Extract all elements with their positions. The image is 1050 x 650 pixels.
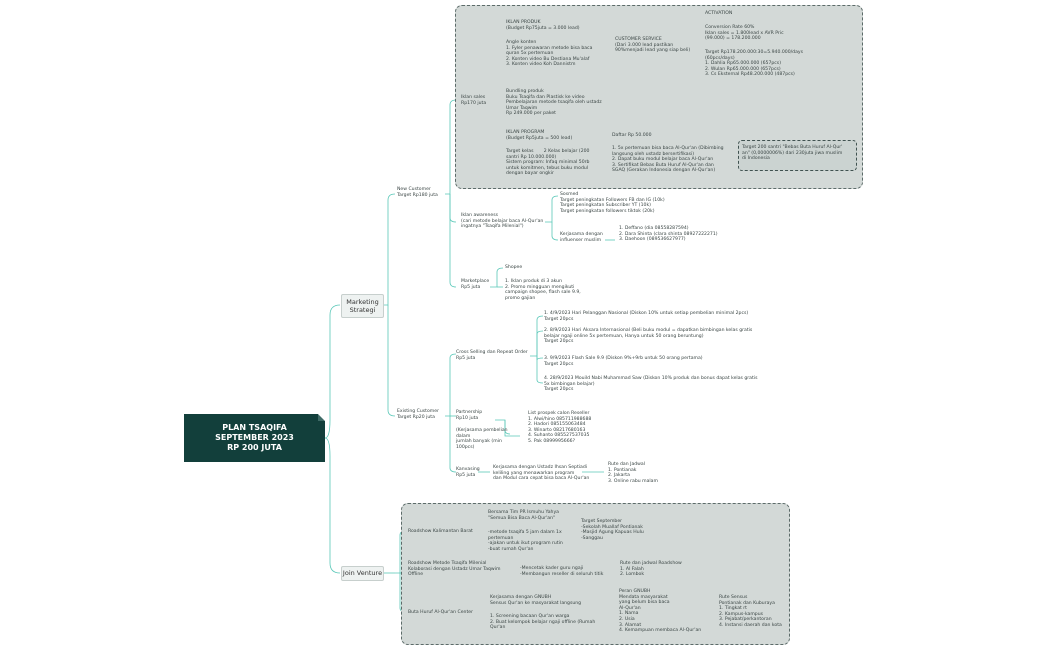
- topic-iklan-program[interactable]: IKLAN PROGRAM (Budget Rp5juta = 500 lead…: [506, 130, 573, 141]
- topic-iklan-sales[interactable]: Iklan sales Rp170 juta: [461, 95, 487, 106]
- branch-marketing-strategi[interactable]: Marketing Strategi: [341, 294, 384, 318]
- topic-iklan-awareness[interactable]: Iklan awareness (cari metode belajar bac…: [461, 213, 544, 230]
- topic-promo-1[interactable]: 1. 4/9/2023 Hari Pelanggan Nasional (Dis…: [544, 311, 749, 322]
- topic-benefits[interactable]: 1. 5x pertemuan bisa baca Al-Qur'an (Dib…: [612, 146, 724, 174]
- topic-influencer-list[interactable]: 1. Deffano (dia 08558287594) 2. Dara Shi…: [619, 226, 718, 243]
- topic-rute-sensus[interactable]: Rute Sensus Pontianak dan Kuburaya 1. Ti…: [719, 595, 782, 628]
- topic-target-200-santri: Target 200 santri "Bebas Buta Huruf Al-Q…: [742, 145, 843, 162]
- topic-iklan-produk[interactable]: IKLAN PRODUK (Budget Rp75juta = 3.000 le…: [506, 20, 580, 31]
- selected-topic-target-200-santri[interactable]: [738, 140, 857, 171]
- topic-target-rp[interactable]: Target Rp178.200.000:30=5.940.000/days (…: [705, 50, 804, 78]
- topic-promo-2[interactable]: 2. 8/9/2023 Hari Aksara Internasional (B…: [544, 328, 753, 345]
- topic-screening[interactable]: 1. Screening bacaan Qur'an warga 2. Buat…: [490, 614, 596, 631]
- topic-customer-service[interactable]: CUSTOMER SERVICE (Dari 3.000 lead pastik…: [615, 37, 691, 54]
- topic-angle-konten[interactable]: Angle konten 1. Fyler penawaran metode b…: [506, 40, 593, 68]
- topic-metode[interactable]: -metode tsaqifa 5 jam dalam 1x pertemuan…: [488, 530, 563, 552]
- root-title-line-2: SEPTEMBER 2023: [215, 433, 294, 442]
- topic-marketplace[interactable]: Marketplace Rp5 juta: [461, 279, 490, 290]
- topic-reseller-list[interactable]: List prospek calon Reseller 1. Alwi/hino…: [528, 411, 592, 444]
- branch-marketing-line-2: Strategi: [349, 306, 376, 314]
- branch-join-venture-label: Join Venture: [342, 569, 383, 578]
- topic-target-kelas[interactable]: Target kelas 2 Kelas belajar (200 santri…: [506, 149, 590, 177]
- topic-shopee[interactable]: Shopee: [505, 265, 523, 270]
- topic-buta-huruf-center[interactable]: Buta Huruf Al-Qur'an Center: [408, 610, 473, 615]
- topic-cross-selling[interactable]: Cross Selling dan Repeat Order Rp5 juta: [456, 350, 528, 361]
- topic-peran-gnubh[interactable]: Peran GNUBH Mendata masyarakat yang belu…: [619, 589, 702, 634]
- topic-partnership[interactable]: Partnership Rp10 juta: [456, 410, 483, 421]
- topic-daftar[interactable]: Daftar Rp 50.000: [612, 133, 652, 138]
- branch-join-venture[interactable]: Join Venture: [341, 566, 384, 581]
- topic-promo-4[interactable]: 4. 28/9/2023 Mouild Nabi Muhammad Saw (D…: [544, 376, 758, 393]
- topic-existing-customer[interactable]: Existing Customer Target Rp20 juta: [397, 409, 439, 420]
- topic-rute-jadwal[interactable]: Rute dan Jadwal 1. Pontianak 2. Jakarta …: [608, 462, 658, 484]
- topic-bersama-tim[interactable]: Bersama Tim PR Ismuhu Yahya "Semua Bisa …: [488, 510, 559, 521]
- topic-promo-3[interactable]: 3. 9/9/2023 Flash Sale 9.9 (Diskon 9%+9r…: [544, 356, 703, 367]
- root-title-line-1: PLAN TSAQIFA: [222, 423, 287, 432]
- root-title-line-3: RP 200 JUTA: [227, 443, 282, 452]
- topic-conversion-rate[interactable]: Conversion Rate 60% Iklan sales = 1.800l…: [705, 25, 784, 42]
- root-node-plan-tsaqifa[interactable]: PLAN TSAQIFA SEPTEMBER 2023 RP 200 JUTA: [184, 414, 325, 462]
- topic-kerjasama-gnubh[interactable]: Kerjasama dengan GNUBH Sensus Qur'an ke …: [490, 595, 582, 606]
- topic-bundling-produk[interactable]: Bundling produk Buku Tsaqifa dan Plastis…: [506, 89, 602, 117]
- topic-activation[interactable]: ACTIVATION: [705, 11, 733, 16]
- topic-new-customer[interactable]: New Customer Target Rp180 juta: [397, 187, 438, 198]
- topic-mencetak[interactable]: -Mencetak kader guru ngaji -Membangun re…: [520, 566, 604, 577]
- topic-shopee-detail[interactable]: 1. Iklan produk di 3 akun 2. Promo mingg…: [505, 279, 581, 301]
- topic-roadshow-metode[interactable]: Roadshow Metode Tsaqifa Milenial Kolabor…: [408, 561, 501, 578]
- topic-kerjasama-pembelian[interactable]: (Kerjasama pembelian dalam jumlah banyak…: [456, 428, 508, 450]
- topic-influencer[interactable]: Kerjasama dengan influenser muslim: [560, 232, 603, 243]
- topic-rute-roadshow[interactable]: Rute dan jadwal Roadshow 1. Al Falah 2. …: [620, 561, 682, 578]
- branch-marketing-line-1: Marketing: [346, 297, 379, 306]
- join-venture-panel: [401, 503, 790, 645]
- topic-kanvasing-detail[interactable]: Kerjasama dengan Ustadz Ihsan Septiadi k…: [493, 465, 590, 482]
- topic-roadshow-kalbar[interactable]: Roadshow Kalimantan Barat: [408, 529, 473, 534]
- topic-target-september[interactable]: Target September -Sekolah Muallaf Pontia…: [581, 519, 644, 541]
- topic-sosmed[interactable]: Sosmed Target peningkatan Followers FB d…: [560, 192, 665, 214]
- fold-corner-icon: [318, 414, 325, 421]
- topic-kanvasing[interactable]: Kanvasing Rp5 juta: [456, 467, 480, 478]
